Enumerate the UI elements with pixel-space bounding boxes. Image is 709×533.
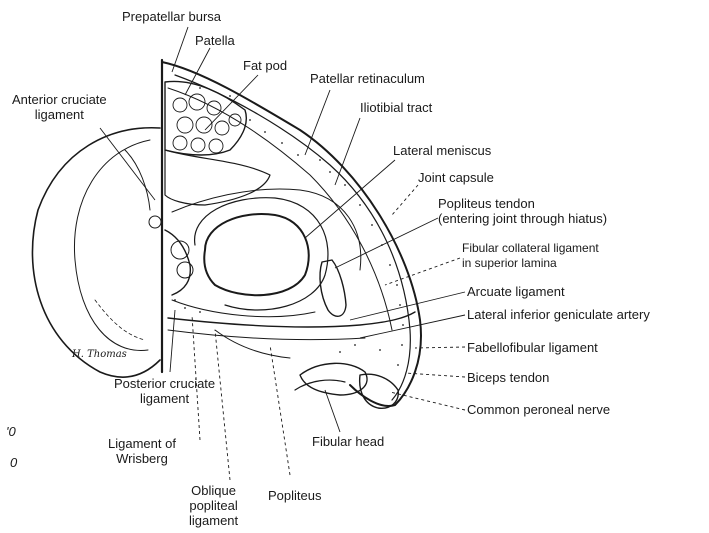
label-common-peroneal-nerve: Common peroneal nerve xyxy=(467,402,610,417)
label-fat-pod: Fat pod xyxy=(243,58,287,73)
condyle-inner-contour xyxy=(74,140,150,350)
label-popliteus-tendon: Popliteus tendon (entering joint through… xyxy=(438,196,607,226)
label-patella: Patella xyxy=(195,33,235,48)
label-joint-capsule: Joint capsule xyxy=(418,170,494,185)
femoral-condyle xyxy=(32,128,160,377)
label-lateral-inferior-geniculate-artery: Lateral inferior geniculate artery xyxy=(467,307,650,322)
posterior-band xyxy=(168,312,415,327)
retinaculum-layer xyxy=(175,75,410,400)
label-patellar-retinaculum: Patellar retinaculum xyxy=(310,71,425,86)
label-oblique-popliteal-ligament: Oblique popliteal ligament xyxy=(189,483,238,528)
label-ligament-of-wrisberg: Ligament of Wrisberg xyxy=(108,436,176,466)
margin-mark-1: '0 xyxy=(6,424,16,439)
label-fabellofibular-ligament: Fabellofibular ligament xyxy=(467,340,598,355)
artist-signature: H. Thomas xyxy=(72,347,127,362)
label-fibular-collateral-ligament: Fibular collateral ligament in superior … xyxy=(462,241,599,271)
biceps-tendon xyxy=(360,374,399,408)
label-posterior-cruciate-ligament: Posterior cruciate ligament xyxy=(114,376,215,406)
label-iliotibial-tract: Iliotibial tract xyxy=(360,100,432,115)
label-prepatellar-bursa: Prepatellar bursa xyxy=(122,9,221,24)
label-fibular-head: Fibular head xyxy=(312,434,384,449)
popliteus-tendon xyxy=(320,260,346,316)
label-anterior-cruciate-ligament: Anterior cruciate ligament xyxy=(12,92,107,122)
label-popliteus: Popliteus xyxy=(268,488,321,503)
lateral-meniscus xyxy=(204,214,308,295)
label-arcuate-ligament: Arcuate ligament xyxy=(467,284,565,299)
label-lateral-meniscus: Lateral meniscus xyxy=(393,143,491,158)
label-biceps-tendon: Biceps tendon xyxy=(467,370,549,385)
margin-mark-2: 0 xyxy=(10,455,17,470)
